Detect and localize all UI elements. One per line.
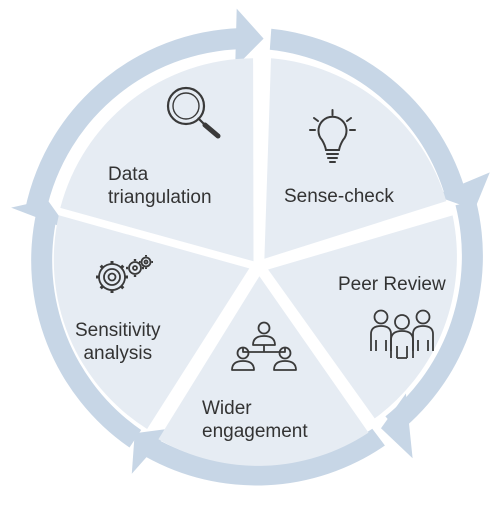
ring-arc-4 xyxy=(145,428,385,486)
label-peer-review-line1: Peer Review xyxy=(338,274,446,295)
ring-arrowhead-2 xyxy=(434,172,490,210)
lightbulb-icon xyxy=(309,109,356,163)
network-people-icon xyxy=(231,321,297,371)
label-peer-review: Peer Review xyxy=(338,273,446,296)
ring-arc-5 xyxy=(31,211,142,448)
magnifier-icon xyxy=(166,86,221,139)
label-data-triangulation-line1: Data xyxy=(108,164,149,185)
ring-arrowhead-4 xyxy=(131,428,172,474)
segment-data-triangulation xyxy=(60,58,254,262)
label-wider-engagement-line2: engagement xyxy=(202,421,308,442)
people-group-icon xyxy=(370,309,434,359)
label-data-triangulation: Data triangulation xyxy=(108,163,212,209)
segment-wider-engagement xyxy=(158,276,369,466)
segment-peer-review xyxy=(268,215,457,419)
label-sense-check-line1: Sense-check xyxy=(284,186,394,207)
ring-arc-1 xyxy=(25,28,253,213)
label-data-triangulation-line2: triangulation xyxy=(108,187,212,208)
ring-arrowhead-5 xyxy=(11,199,69,230)
label-sensitivity-analysis-line1: Sensitivity xyxy=(75,320,161,341)
ring-arrowhead-3 xyxy=(381,393,413,459)
label-sensitivity-analysis: Sensitivity analysis xyxy=(75,319,161,365)
ring-arc-2 xyxy=(269,28,465,193)
label-sensitivity-analysis-line2: analysis xyxy=(83,343,153,364)
ring-arrows xyxy=(11,8,490,486)
label-wider-engagement: Wider engagement xyxy=(202,397,308,443)
ring-arrowhead-1 xyxy=(235,8,264,68)
label-wider-engagement-line1: Wider xyxy=(202,398,252,419)
gears-icon xyxy=(96,255,153,293)
segment-sense-check xyxy=(264,58,447,259)
label-sense-check: Sense-check xyxy=(284,185,394,208)
